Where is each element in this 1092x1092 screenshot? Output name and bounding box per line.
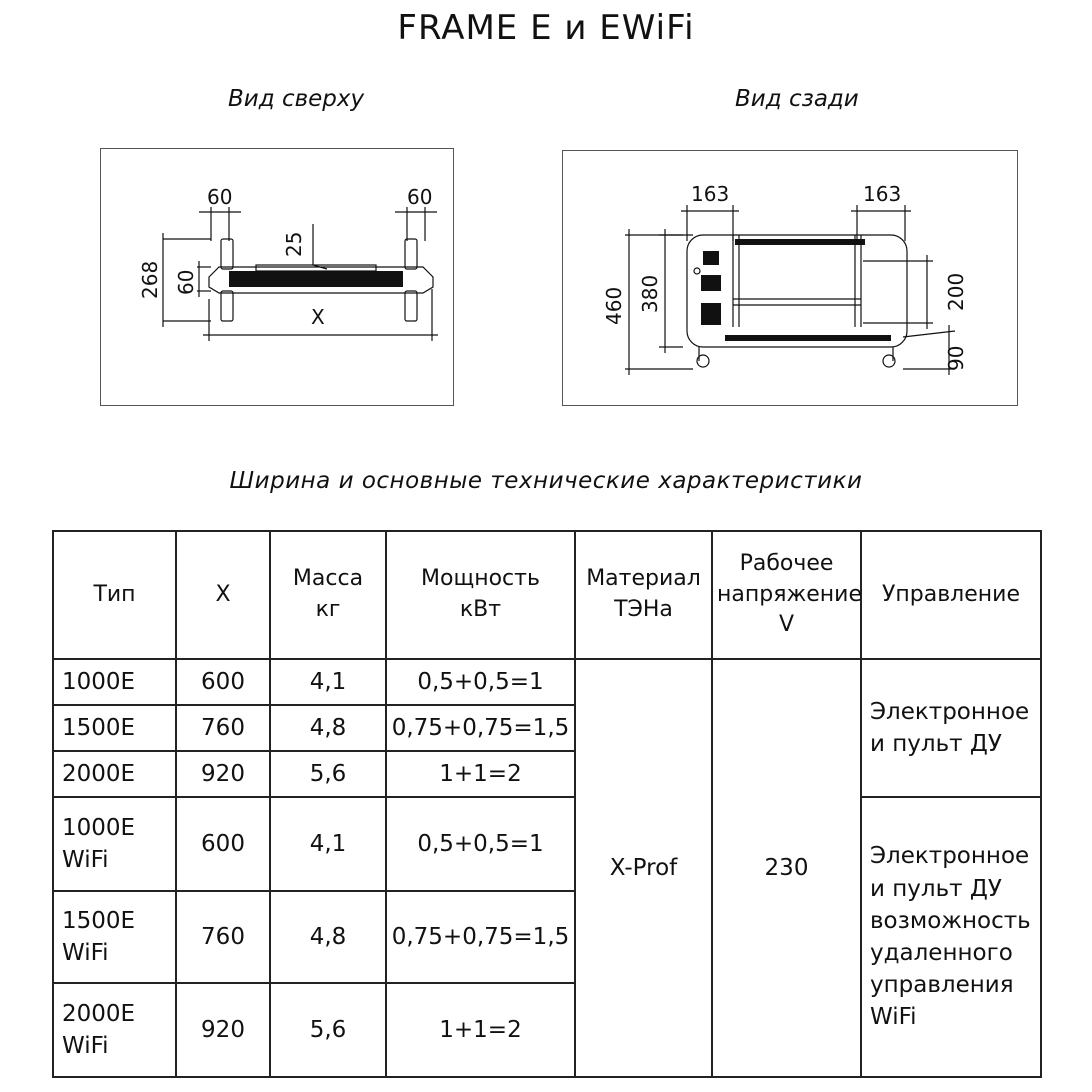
cell-mass: 5,6 xyxy=(269,750,387,798)
cell-mass: 4,8 xyxy=(269,704,387,752)
table-row: 1000E 600 4,1 0,5+0,5=1 X-Prof 230 Элект… xyxy=(52,658,1042,1078)
header-material: Материал ТЭНа xyxy=(574,530,713,660)
cell-mass: 5,6 xyxy=(269,982,387,1078)
header-type: Тип xyxy=(52,530,177,660)
top-view-panel: 60 60 25 268 60 X xyxy=(100,148,454,406)
table-row: 1500E WiFi 760 4,8 0,75+0,75=1,5 xyxy=(52,890,1041,984)
back-view-panel: 163 163 460 380 200 90 xyxy=(562,150,1018,406)
cell-power: 1+1=2 xyxy=(385,750,576,798)
cell-power: 0,75+0,75=1,5 xyxy=(385,704,576,752)
cell-type: 1000E WiFi xyxy=(52,796,177,892)
svg-text:60: 60 xyxy=(407,185,432,209)
cell-x: 760 xyxy=(175,704,271,752)
cell-x: 920 xyxy=(175,982,271,1078)
header-x: X xyxy=(175,530,271,660)
cell-power: 0,5+0,5=1 xyxy=(385,796,576,892)
svg-text:380: 380 xyxy=(638,275,662,313)
svg-text:268: 268 xyxy=(138,261,162,299)
back-view-label: Вид сзади xyxy=(735,86,859,112)
cell-power: 0,75+0,75=1,5 xyxy=(385,890,576,984)
svg-text:60: 60 xyxy=(174,270,198,295)
cell-material: X-Prof xyxy=(574,658,713,1078)
svg-text:460: 460 xyxy=(602,287,626,325)
cell-type: 1500E xyxy=(52,704,177,752)
table-row: 1000E WiFi 600 4,1 0,5+0,5=1 Электронное… xyxy=(52,796,1042,1078)
svg-text:163: 163 xyxy=(691,182,729,206)
cell-control-e: Электронное и пульт ДУ xyxy=(860,658,1042,798)
cell-mass: 4,8 xyxy=(269,890,387,984)
spec-table: Тип X Масса кг Мощность кВт Материал ТЭН… xyxy=(52,530,1042,1078)
header-row: Тип X Масса кг Мощность кВт Материал ТЭН… xyxy=(52,530,1042,660)
cell-x: 760 xyxy=(175,890,271,984)
cell-type: 2000E WiFi xyxy=(52,982,177,1078)
cell-voltage: 230 xyxy=(711,658,862,1078)
page-title: FRAME E и EWiFi xyxy=(397,8,695,48)
header-voltage: Рабочее напряжение V xyxy=(711,530,862,660)
svg-text:25: 25 xyxy=(282,232,306,257)
svg-text:60: 60 xyxy=(207,185,232,209)
cell-x: 600 xyxy=(175,658,271,706)
table-row: 2000E 920 5,6 1+1=2 xyxy=(52,750,1041,798)
cell-power: 1+1=2 xyxy=(385,982,576,1078)
svg-text:163: 163 xyxy=(863,182,901,206)
header-power: Мощность кВт xyxy=(385,530,576,660)
cell-x: 600 xyxy=(175,796,271,892)
cell-type: 1500E WiFi xyxy=(52,890,177,984)
cell-type: 2000E xyxy=(52,750,177,798)
svg-text:90: 90 xyxy=(944,346,968,371)
header-control: Управление xyxy=(860,530,1042,660)
header-mass: Масса кг xyxy=(269,530,387,660)
cell-power: 0,5+0,5=1 xyxy=(385,658,576,706)
back-view-drawing: 163 163 460 380 200 90 xyxy=(602,182,968,375)
top-view-drawing: 60 60 25 268 60 X xyxy=(138,185,438,341)
cell-control-wifi: Электронное и пульт ДУ возможность удале… xyxy=(860,796,1042,1078)
table-row: 2000E WiFi 920 5,6 1+1=2 xyxy=(52,982,1041,1078)
top-view-label: Вид сверху xyxy=(228,86,365,112)
cell-x: 920 xyxy=(175,750,271,798)
table-title: Ширина и основные технические характерис… xyxy=(229,468,863,494)
cell-mass: 4,1 xyxy=(269,658,387,706)
cell-type: 1000E xyxy=(52,658,177,706)
cell-mass: 4,1 xyxy=(269,796,387,892)
svg-text:X: X xyxy=(311,305,325,329)
table-row: 1500E 760 4,8 0,75+0,75=1,5 xyxy=(52,704,1041,752)
svg-text:200: 200 xyxy=(944,273,968,311)
